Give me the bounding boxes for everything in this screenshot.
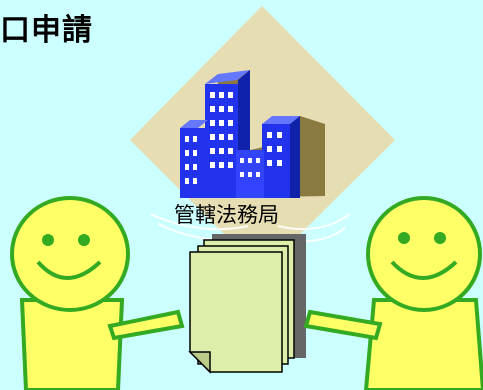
slide-title: 口申請 [0,13,93,48]
person-right-icon [303,196,483,390]
building-icon [180,70,325,198]
person-left-icon [10,196,185,390]
office-label: 管轄法務局 [174,203,279,227]
document-stack-icon [188,234,306,374]
